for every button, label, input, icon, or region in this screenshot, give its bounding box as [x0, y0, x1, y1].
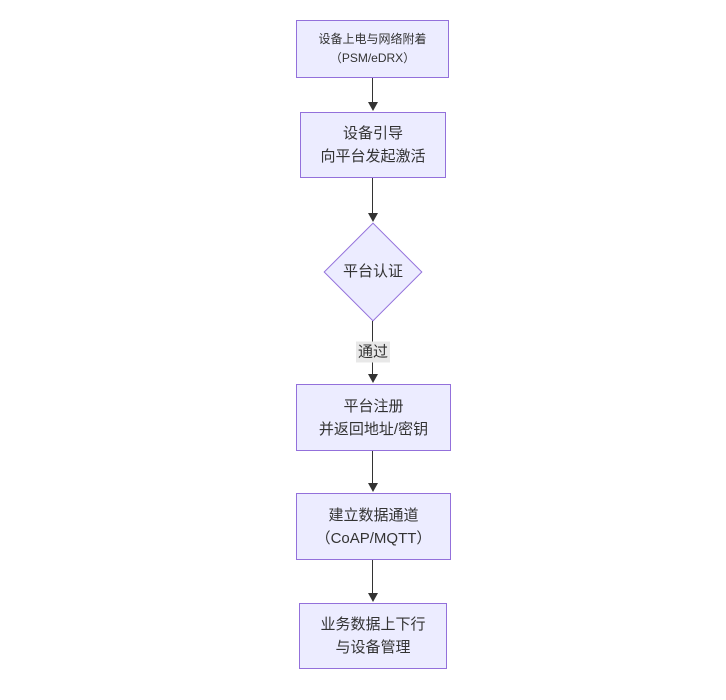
- node-text-line: 与设备管理: [335, 639, 411, 656]
- node-device-bootstrap: 设备引导 向平台发起激活: [300, 112, 446, 178]
- node-text-line: 设备上电与网络附着: [318, 32, 427, 46]
- decision-label: 平台认证: [342, 263, 403, 280]
- arrowhead-icon: [368, 593, 378, 602]
- arrow-line: [372, 78, 373, 103]
- node-text-line: 建立数据通道: [328, 506, 419, 524]
- node-text-line: 业务数据上下行: [320, 616, 426, 633]
- arrowhead-icon: [368, 213, 378, 222]
- node-text-line: （PSM/eDRX）: [329, 51, 416, 65]
- edge-label-pass: 通过: [355, 341, 391, 363]
- arrow-line: [372, 178, 373, 214]
- node-platform-register: 平台注册 并返回地址/密钥: [296, 384, 451, 451]
- node-data-channel: 建立数据通道 （CoAP/MQTT）: [296, 493, 451, 560]
- node-text-line: 平台注册: [343, 397, 404, 415]
- arrowhead-icon: [368, 102, 378, 111]
- arrow-line: [372, 451, 373, 484]
- node-text-line: 设备引导: [342, 125, 403, 142]
- node-text-line: 向平台发起激活: [320, 148, 426, 165]
- node-business-data-mgmt: 业务数据上下行 与设备管理: [299, 603, 447, 669]
- arrow-line: [372, 560, 373, 594]
- node-text-line: （CoAP/MQTT）: [315, 529, 432, 547]
- arrowhead-icon: [368, 374, 378, 383]
- node-text-line: 并返回地址/密钥: [318, 420, 429, 438]
- node-power-network-attach: 设备上电与网络附着 （PSM/eDRX）: [296, 20, 449, 78]
- arrowhead-icon: [368, 483, 378, 492]
